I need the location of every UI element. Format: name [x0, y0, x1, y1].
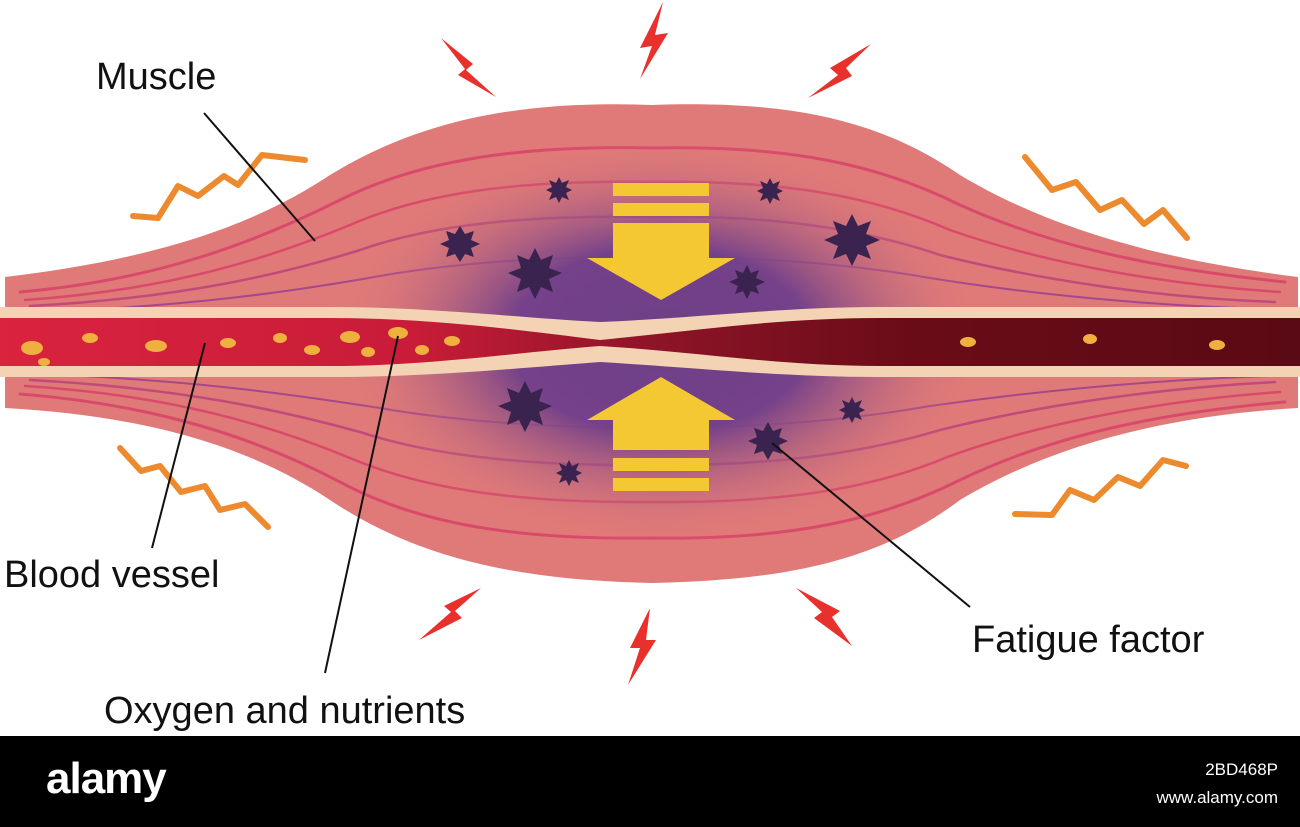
- oxygen-nutrient-particles: [21, 327, 1225, 366]
- blood-vessel: [0, 307, 1300, 377]
- image-id: 2BD468P: [1205, 760, 1278, 779]
- fatigue-factor-particles: [440, 177, 880, 486]
- fatigue-leader-line: [771, 442, 971, 608]
- oxygen-leader-line: [324, 335, 399, 674]
- muscle-diagram: [0, 2, 1300, 685]
- blood-vessel-label: Blood vessel: [4, 554, 220, 596]
- muscle-label: Muscle: [96, 56, 217, 98]
- leader-lines: [151, 112, 971, 674]
- diagram-canvas: Muscle Blood vessel Oxygen and nutrients…: [0, 2, 1300, 732]
- oxygen-nutrients-label: Oxygen and nutrients: [104, 690, 466, 732]
- site-url: www.alamy.com: [1156, 788, 1278, 807]
- fatigue-factor-label: Fatigue factor: [972, 619, 1205, 661]
- footer-bar: alamy 2BD468P www.alamy.com: [0, 736, 1300, 827]
- pain-sparks: [419, 2, 871, 685]
- tension-waves: [117, 152, 1190, 530]
- brand-logo: alamy: [46, 754, 167, 803]
- pressure-arrow-down: [587, 183, 735, 300]
- blood-vessel-leader-line: [151, 342, 206, 549]
- pressure-arrow-up: [587, 377, 735, 491]
- muscle-leader-line: [203, 112, 316, 242]
